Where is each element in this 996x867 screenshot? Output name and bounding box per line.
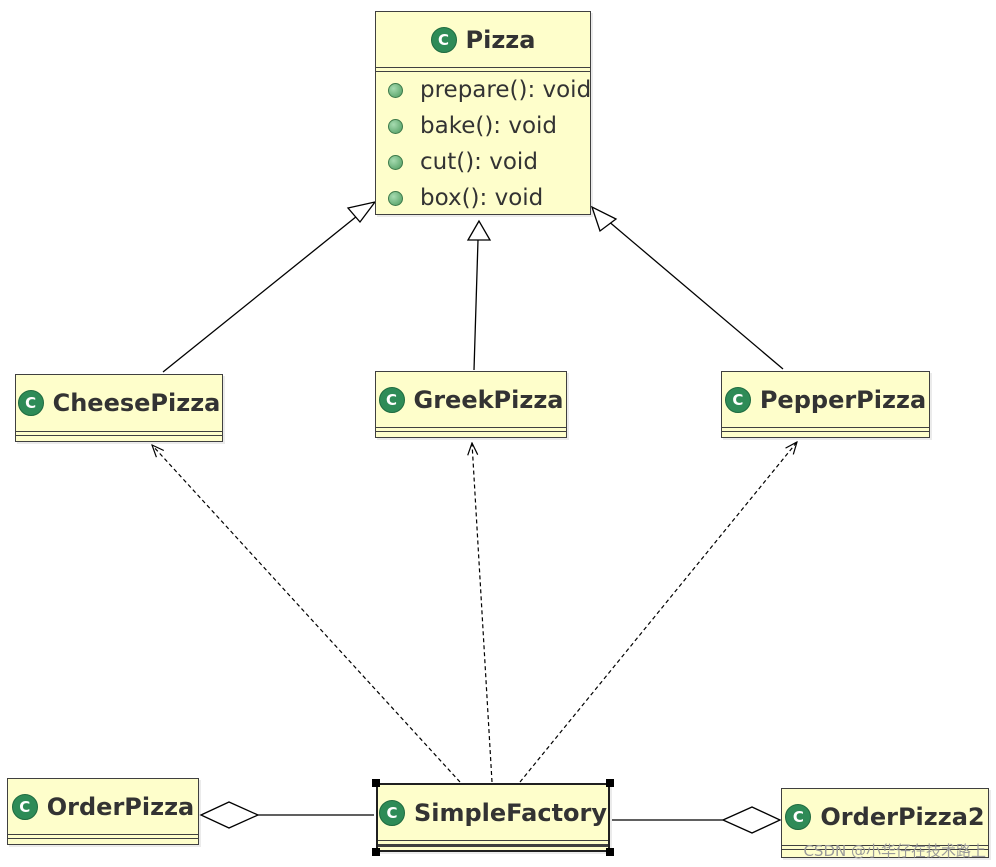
dependency-line-cheese bbox=[152, 445, 461, 783]
class-name: OrderPizza2 bbox=[820, 803, 985, 831]
resize-handle-bottom-left[interactable] bbox=[372, 848, 380, 856]
method-label: box(): void bbox=[420, 185, 544, 211]
public-method-icon bbox=[388, 118, 403, 134]
class-header: C GreekPizza bbox=[376, 372, 566, 427]
class-name: OrderPizza bbox=[46, 792, 195, 821]
class-orderpizza[interactable]: C OrderPizza bbox=[7, 778, 199, 845]
class-name: SimpleFactory bbox=[413, 798, 608, 827]
resize-handle-top-right[interactable] bbox=[606, 779, 614, 787]
class-pepperpizza[interactable]: C PepperPizza bbox=[721, 371, 930, 438]
dependency-line-pepper bbox=[519, 442, 797, 783]
aggregation-diamond-orderpizza2 bbox=[721, 806, 782, 834]
method-bake[interactable]: bake(): void bbox=[376, 108, 590, 144]
method-prepare[interactable]: prepare(): void bbox=[376, 72, 592, 108]
method-cut[interactable]: cut(): void bbox=[376, 144, 590, 180]
class-name: PepperPizza bbox=[759, 385, 927, 414]
class-header: C OrderPizza2 bbox=[782, 789, 988, 845]
generalization-line-greek bbox=[473, 239, 479, 371]
class-icon: C bbox=[17, 390, 44, 416]
class-icon: C bbox=[430, 26, 457, 53]
class-icon: C bbox=[378, 799, 405, 826]
class-name: CheesePizza bbox=[52, 389, 221, 417]
generalization-arrowhead-pepper bbox=[590, 205, 618, 233]
method-box[interactable]: box(): void bbox=[376, 180, 590, 216]
class-header: C CheesePizza bbox=[16, 375, 222, 431]
aggregation-diamond-orderpizza bbox=[199, 801, 260, 829]
generalization-arrowhead-greek bbox=[466, 219, 492, 241]
class-name: Pizza bbox=[465, 25, 536, 54]
class-pizza[interactable]: C Pizza prepare(): void bake(): void cut… bbox=[375, 11, 591, 215]
watermark: CSDN @小华仔在技术路上 bbox=[803, 842, 986, 860]
dependency-line-greek bbox=[472, 443, 493, 783]
class-icon: C bbox=[378, 386, 405, 413]
public-method-icon bbox=[388, 82, 403, 98]
class-name: GreekPizza bbox=[413, 385, 564, 414]
class-icon: C bbox=[11, 793, 38, 820]
class-header: C PepperPizza bbox=[722, 372, 929, 427]
generalization-arrowhead-cheese bbox=[346, 200, 377, 224]
class-greekpizza[interactable]: C GreekPizza bbox=[375, 371, 567, 438]
method-label: bake(): void bbox=[420, 113, 558, 139]
resize-handle-bottom-right[interactable] bbox=[606, 848, 614, 856]
class-orderpizza2[interactable]: C OrderPizza2 bbox=[781, 788, 989, 858]
generalization-line-cheese bbox=[162, 211, 363, 373]
class-simplefactory[interactable]: C SimpleFactory bbox=[376, 783, 610, 852]
method-label: prepare(): void bbox=[420, 77, 592, 103]
public-method-icon bbox=[388, 154, 403, 170]
class-header: C Pizza bbox=[376, 12, 590, 67]
class-header: C SimpleFactory bbox=[378, 785, 608, 840]
class-header: C OrderPizza bbox=[8, 779, 198, 834]
class-icon: C bbox=[785, 804, 812, 830]
method-label: cut(): void bbox=[420, 149, 538, 175]
class-cheesepizza[interactable]: C CheesePizza bbox=[15, 374, 223, 442]
resize-handle-top-left[interactable] bbox=[372, 779, 380, 787]
class-icon: C bbox=[724, 386, 751, 413]
public-method-icon bbox=[388, 190, 403, 206]
generalization-line-pepper bbox=[606, 219, 784, 370]
